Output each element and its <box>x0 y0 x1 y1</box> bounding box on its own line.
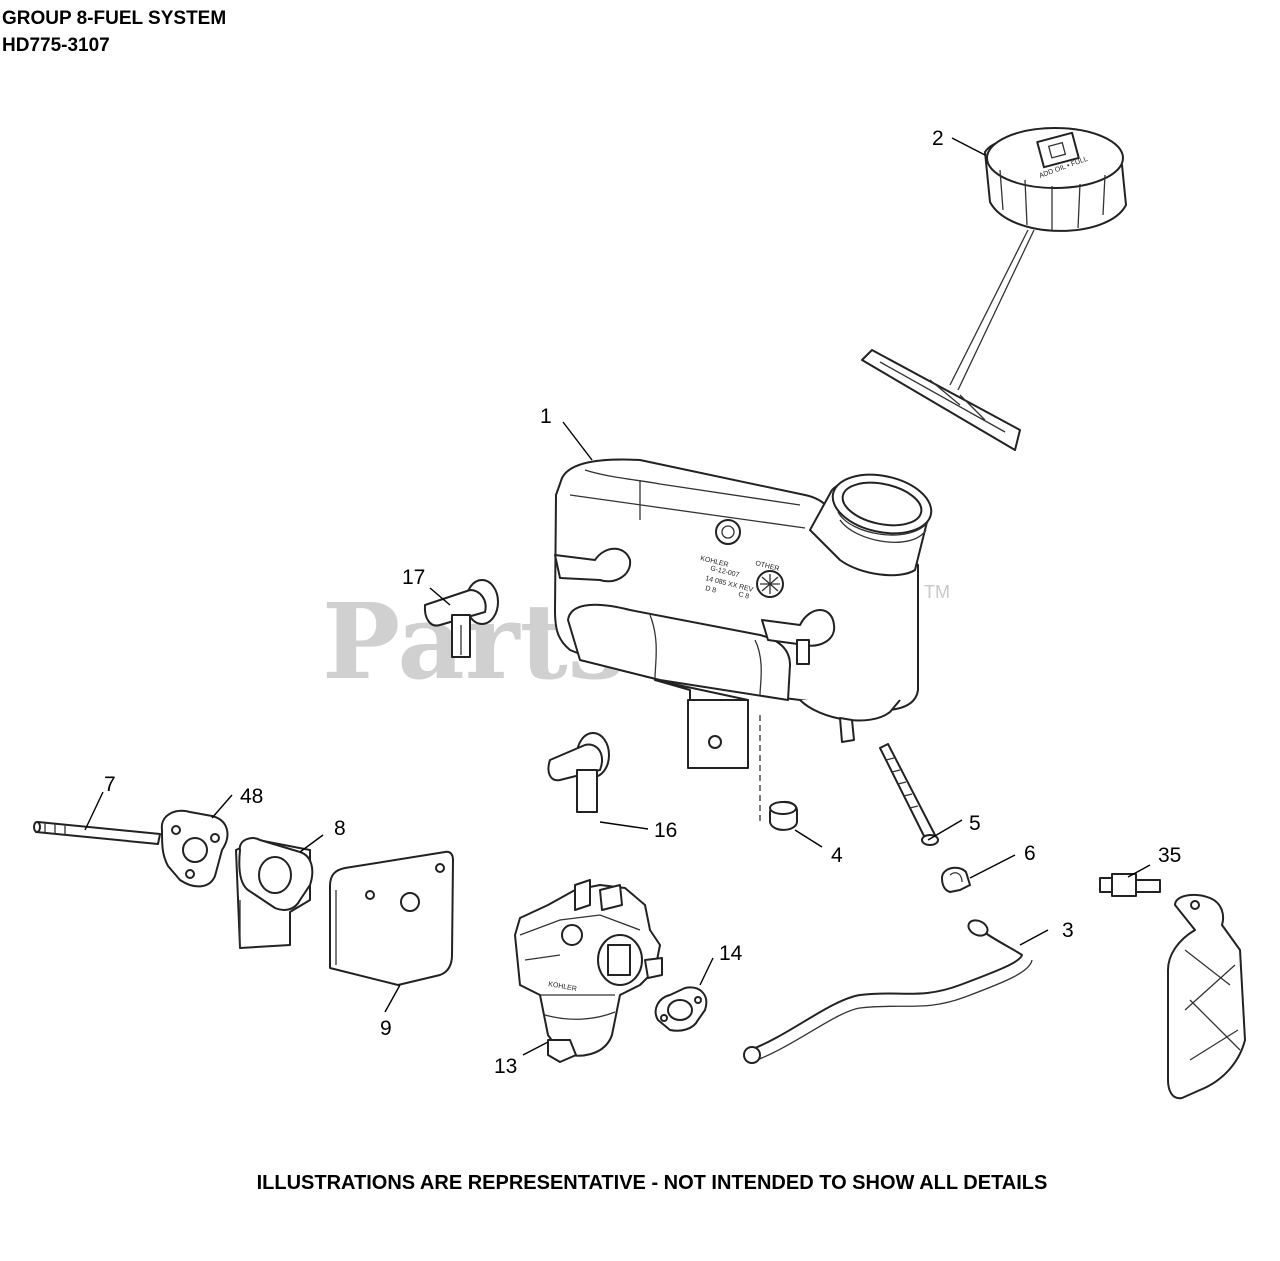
model-number: HD775-3107 <box>2 35 110 56</box>
part-fuel-line[interactable] <box>743 917 1033 1064</box>
part-fuel-cap[interactable]: ADD OIL • FULL <box>861 127 1127 451</box>
callout-14: 14 <box>719 942 743 965</box>
part-carb-gasket[interactable] <box>654 986 708 1032</box>
callout-4: 4 <box>831 844 843 867</box>
callout-7: 7 <box>104 773 116 796</box>
callout-1: 1 <box>540 405 552 428</box>
exploded-parts-diagram: PartsTree TM ADD OIL • FULL KOHLE <box>33 127 1246 1100</box>
watermark-trademark: TM <box>924 582 950 602</box>
callout-2: 2 <box>932 127 944 150</box>
callout-3: 3 <box>1062 919 1074 942</box>
leader-lines <box>84 137 1151 1056</box>
part-bushing[interactable] <box>769 801 798 831</box>
callout-35: 35 <box>1158 844 1181 867</box>
part-heat-shield[interactable] <box>329 850 454 986</box>
disclaimer-footer: ILLUSTRATIONS ARE REPRESENTATIVE - NOT I… <box>256 1172 1048 1194</box>
part-grommet-16[interactable] <box>547 732 610 813</box>
part-screw[interactable] <box>879 743 939 846</box>
callout-13: 13 <box>494 1055 517 1078</box>
tank-label-c: C 8 <box>738 591 750 600</box>
carb-label: KOHLER <box>548 981 578 993</box>
callout-9: 9 <box>380 1017 392 1040</box>
part-spacer[interactable] <box>235 837 314 949</box>
part-carburetor[interactable]: KOHLER <box>514 879 663 1063</box>
part-fuel-tank[interactable]: KOHLER G-12-007 14 085 XX REV D 8 C 8 OT… <box>554 458 937 825</box>
part-stud[interactable] <box>33 821 161 845</box>
callout-16: 16 <box>654 819 677 842</box>
callout-5: 5 <box>969 812 981 835</box>
tank-label-d: D 8 <box>705 585 717 594</box>
part-gasket-48[interactable] <box>160 810 229 888</box>
callout-8: 8 <box>334 817 346 840</box>
page-title: GROUP 8-FUEL SYSTEM <box>2 8 227 29</box>
callout-labels: 1 2 3 4 5 6 7 8 9 13 14 16 17 35 48 <box>104 127 1181 1078</box>
part-grommet-17[interactable] <box>423 579 499 658</box>
callout-48: 48 <box>240 785 263 808</box>
part-clamp[interactable] <box>941 866 971 893</box>
part-fitting[interactable] <box>1099 873 1161 897</box>
callout-17: 17 <box>402 566 425 589</box>
callout-6: 6 <box>1024 842 1036 865</box>
part-bracket[interactable] <box>1167 893 1246 1100</box>
